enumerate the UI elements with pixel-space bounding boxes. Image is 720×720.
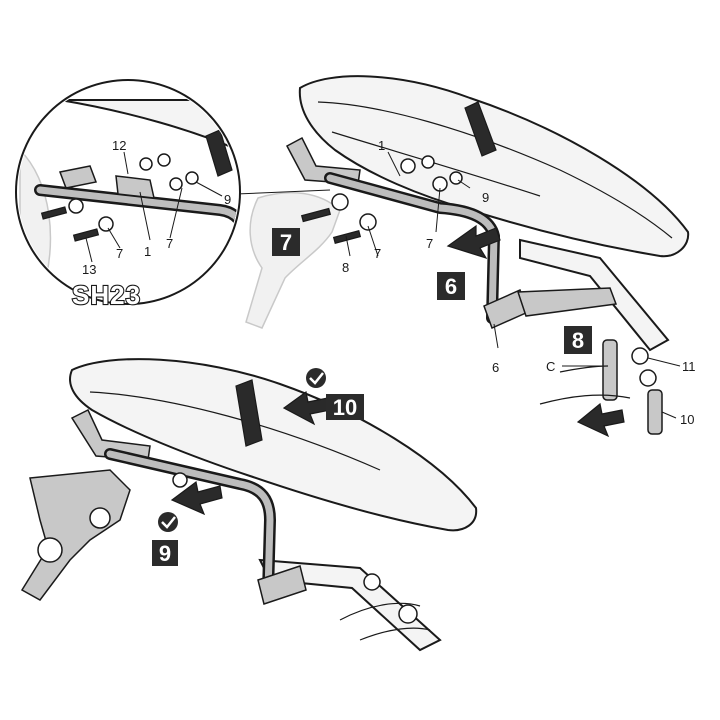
callout-12-inset: 12 (112, 138, 126, 153)
callout-7-inset-a: 7 (166, 236, 173, 251)
bolt-10 (647, 389, 663, 435)
callout-1-inset-a: 1 (144, 244, 151, 259)
bolt-c (602, 339, 618, 401)
step-badge-6-bg (437, 272, 465, 300)
check-icon-10 (306, 368, 326, 388)
callout-6-top: 6 (492, 360, 499, 375)
ghost-fender (245, 191, 341, 329)
step-badge-9: 9 (159, 541, 171, 566)
callout-7-top-b: 7 (374, 246, 381, 261)
license-bracket (20, 469, 131, 601)
step-badge-10: 10 (333, 395, 357, 420)
step-badge-9-bg (152, 540, 178, 566)
seat-strap (464, 101, 497, 157)
push-arrow-8 (576, 402, 625, 438)
callout-11-top: 11 (682, 359, 696, 374)
check-icon-9 (158, 512, 178, 532)
subframe (519, 238, 670, 352)
step-badge-6: 6 (445, 274, 457, 299)
step-badge-7: 7 (280, 230, 292, 255)
bottom-seat-strap (235, 379, 263, 447)
callout-1-top: 1 (378, 138, 385, 153)
step-badge-10-bg (326, 394, 364, 420)
callout-7-inset-b: 7 (116, 246, 123, 261)
bottom-assembly-view: 10 9 (20, 358, 478, 652)
motorcycle-seat (298, 75, 690, 258)
push-arrow-9 (170, 480, 223, 516)
bottom-seat (69, 358, 478, 532)
callout-c-top: C (546, 359, 555, 374)
nut-11 (631, 347, 649, 365)
callout-13-inset: 13 (82, 262, 96, 277)
step-badge-8: 8 (572, 328, 584, 353)
callout-10-top: 10 (680, 412, 694, 427)
callout-9-inset: 9 (224, 192, 231, 207)
detail-inset: 12 1 7 9 13 7 SH23 (15, 79, 331, 311)
push-arrow-6 (446, 224, 501, 260)
model-label: SH23 (72, 280, 141, 310)
step-badge-8-bg (564, 326, 592, 354)
top-assembly-view: 1 9 7 8 7 6 C 11 10 7 6 8 (245, 75, 696, 438)
callout-9-top: 9 (482, 190, 489, 205)
callout-7-top-a: 7 (426, 236, 433, 251)
step-badge-7-bg (272, 228, 300, 256)
mounting-plate (285, 136, 361, 185)
rear-bracket (516, 287, 618, 317)
callout-8-top: 8 (342, 260, 349, 275)
